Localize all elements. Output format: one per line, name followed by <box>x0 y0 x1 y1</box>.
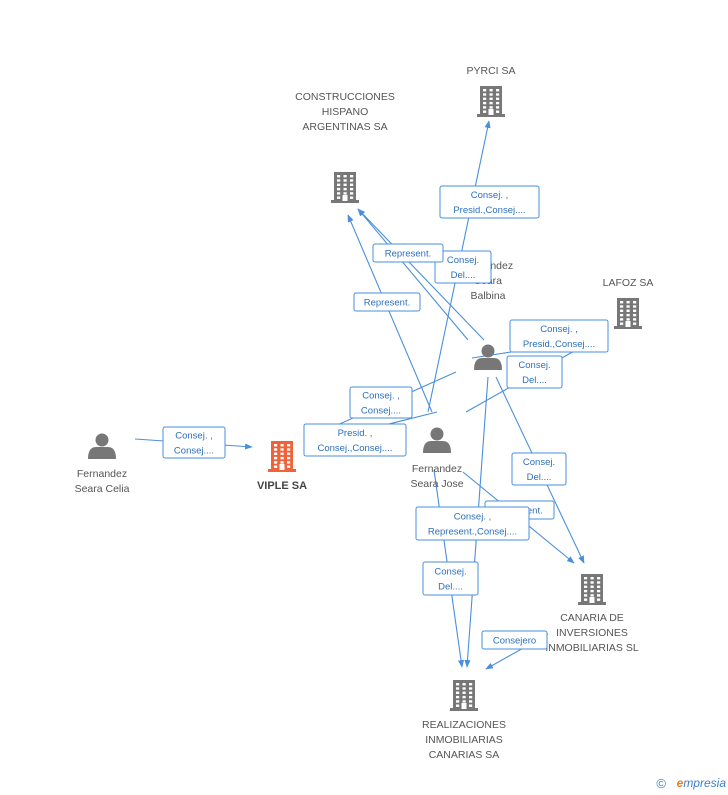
edge-label-text: Consej. , <box>175 431 213 442</box>
edge-label-canaria-to-realizaciones[interactable]: Consejero <box>481 630 548 650</box>
edge-label-celia-to-viple[interactable]: Consej. , Consej.... <box>162 426 226 459</box>
edge-label-text: Presid.,Consej.... <box>523 339 595 350</box>
edge-labels-layer: Consej. , Consej.... Presid. , Consej.,Cons… <box>162 185 609 650</box>
node-label-construcciones: ARGENTINAS SA <box>302 121 387 133</box>
edge-label-text: Consej. <box>523 457 555 468</box>
brand-logo[interactable]: empresia <box>677 776 726 790</box>
edge-label-text: Consej. , <box>362 391 400 402</box>
edge-label-text: Consej.,Consej.... <box>318 443 393 454</box>
edge-label-text: Del.... <box>522 375 547 386</box>
node-label-realizaciones: REALIZACIONES <box>422 719 506 731</box>
edge-label-text: Consej.... <box>174 446 214 457</box>
nodes-layer: VIPLE SA PYRCI SA CONSTRUCCIONES HISPANO ARG… <box>75 65 654 761</box>
edge-label-box <box>511 452 567 486</box>
edge-label-jose-to-pyrci[interactable]: Consej. , Presid.,Consej.... <box>439 185 540 219</box>
copyright-symbol: © <box>656 776 666 791</box>
node-canaria[interactable]: CANARIA DE INVERSIONES INMOBILIARIAS SL <box>545 574 639 654</box>
edge-label-text: Consej. <box>518 360 550 371</box>
node-realizaciones[interactable]: REALIZACIONES INMOBILIARIAS CANARIAS SA <box>422 680 506 761</box>
edge-label-box <box>422 561 479 596</box>
edge-label-text: Presid.,Consej.... <box>453 205 525 216</box>
edge-label-balbina-to-pyrci[interactable]: Consej. Del.... <box>434 250 492 284</box>
edge-label-box <box>509 319 609 353</box>
node-pyrci[interactable]: PYRCI SA <box>466 65 516 117</box>
edge-label-text: Represent. <box>364 298 410 309</box>
edge-label-jose-to-lafoz[interactable]: Consej. , Presid.,Consej.... <box>509 319 609 353</box>
person-icon <box>423 427 451 453</box>
node-label-realizaciones: CANARIAS SA <box>429 749 500 761</box>
edge-label-box <box>372 243 444 263</box>
edge-label-text: Del.... <box>438 582 463 593</box>
edge-label-box <box>162 426 226 459</box>
edge-label-text: Consejero <box>493 636 536 647</box>
node-label-balbina: Balbina <box>470 290 505 302</box>
edge-label-box <box>353 292 421 312</box>
edge-balbina-to-construcciones <box>357 208 469 341</box>
edge-label-jose-to-viple[interactable]: Presid. , Consej.,Consej.... <box>303 423 407 457</box>
node-label-celia: Fernandez <box>77 468 127 480</box>
edge-label-box <box>439 185 540 219</box>
edge-label-text: Represent. <box>385 249 431 260</box>
edge-label-balbina-to-viple[interactable]: Consej. , Consej.... <box>349 386 413 419</box>
building-icon <box>331 172 359 203</box>
building-icon <box>614 298 642 329</box>
person-icon <box>474 344 502 370</box>
edge-label-box <box>415 506 530 541</box>
brand-initial: e <box>676 776 684 790</box>
node-label-lafoz: LAFOZ SA <box>603 277 654 289</box>
building-icon <box>268 441 296 472</box>
edge-label-text: Consej. , <box>471 190 509 201</box>
edge-label-balbina-to-realizaciones[interactable]: Consej. Del.... <box>422 561 479 596</box>
edge-label-text: Del.... <box>527 472 552 483</box>
node-lafoz[interactable]: LAFOZ SA <box>603 277 654 329</box>
node-label-canaria: CANARIA DE <box>560 612 624 624</box>
building-icon <box>477 86 505 117</box>
edge-label-balbina-to-canaria[interactable]: Consej. Del.... <box>511 452 567 486</box>
building-icon <box>450 680 478 711</box>
brand-name: mpresia <box>683 776 726 790</box>
edge-label-box <box>349 386 413 419</box>
edge-label-text: Consej. <box>447 255 479 266</box>
edge-label-text: Consej. , <box>454 512 492 523</box>
node-label-celia: Seara Celia <box>75 483 130 495</box>
node-label-jose: Fernandez <box>412 463 462 475</box>
node-label-construcciones: HISPANO <box>322 106 368 118</box>
edge-jose-to-construcciones <box>347 214 433 413</box>
edge-label-text: Consej. <box>434 567 466 578</box>
edge-label-box <box>481 630 548 650</box>
edge-label-text: Del.... <box>451 270 476 281</box>
edge-label-balbina-to-construcciones[interactable]: Represent. <box>372 243 444 263</box>
node-viple[interactable]: VIPLE SA <box>257 441 307 492</box>
edge-label-text: Consej. , <box>540 324 578 335</box>
edge-label-text: Presid. , <box>338 428 373 439</box>
edge-label-balbina-to-lafoz[interactable]: Consej. Del.... <box>506 355 563 389</box>
edge-label-box <box>434 250 492 284</box>
node-label-construcciones: CONSTRUCCIONES <box>295 91 395 103</box>
node-label-realizaciones: INMOBILIARIAS <box>425 734 503 746</box>
edge-label-box <box>506 355 563 389</box>
edge-balbina-to-pyrci <box>357 208 485 341</box>
building-icon <box>578 574 606 605</box>
node-label-pyrci: PYRCI SA <box>466 65 515 77</box>
node-label-jose: Seara Jose <box>410 478 463 490</box>
node-construcciones[interactable]: CONSTRUCCIONES HISPANO ARGENTINAS SA <box>295 91 395 203</box>
edge-label-box <box>303 423 407 457</box>
edge-label-jose-to-realizaciones[interactable]: Consej. , Represent.,Consej.... <box>415 506 530 541</box>
edge-label-jose-to-construcciones[interactable]: Represent. <box>353 292 421 312</box>
edge-label-text: Consej.... <box>361 406 401 417</box>
person-icon <box>88 433 116 459</box>
edge-label-text: Represent.,Consej.... <box>428 527 517 538</box>
node-label-canaria: INVERSIONES <box>556 627 628 639</box>
node-label-viple: VIPLE SA <box>257 480 307 492</box>
node-label-canaria: INMOBILIARIAS SL <box>545 642 639 654</box>
